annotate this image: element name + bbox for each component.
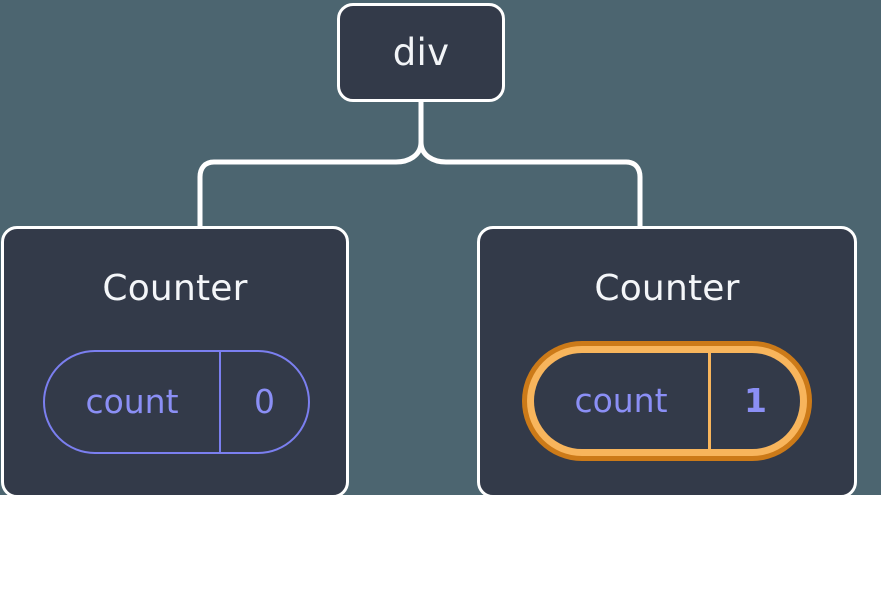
state-key-1: count [574,380,668,420]
state-key-0: count [85,381,179,421]
connector-to-child-1 [418,98,643,230]
state-value-1: 1 [744,380,767,420]
state-pill-1: count 1 [534,353,800,449]
tree-node-div[interactable]: div [337,3,505,102]
state-pill-1-highlight-ring[interactable]: count 1 [522,341,812,461]
state-value-0: 0 [254,381,275,421]
diagram-canvas: div Counter count 0 Counter count 1 [0,0,881,498]
state-pill-divider-0 [219,352,221,452]
root-node-label: div [392,31,450,74]
tree-connectors [197,98,643,230]
state-pill-divider-1 [708,353,711,449]
state-pill-1-inner-ring: count 1 [527,346,807,456]
counter-title-0: Counter [102,268,248,309]
connector-to-child-0 [197,98,424,230]
counter-title-1: Counter [594,268,740,309]
state-pill-0[interactable]: count 0 [43,350,310,454]
tree-node-counter-0[interactable]: Counter count 0 [1,226,349,498]
tree-node-counter-1[interactable]: Counter count 1 [477,226,857,498]
